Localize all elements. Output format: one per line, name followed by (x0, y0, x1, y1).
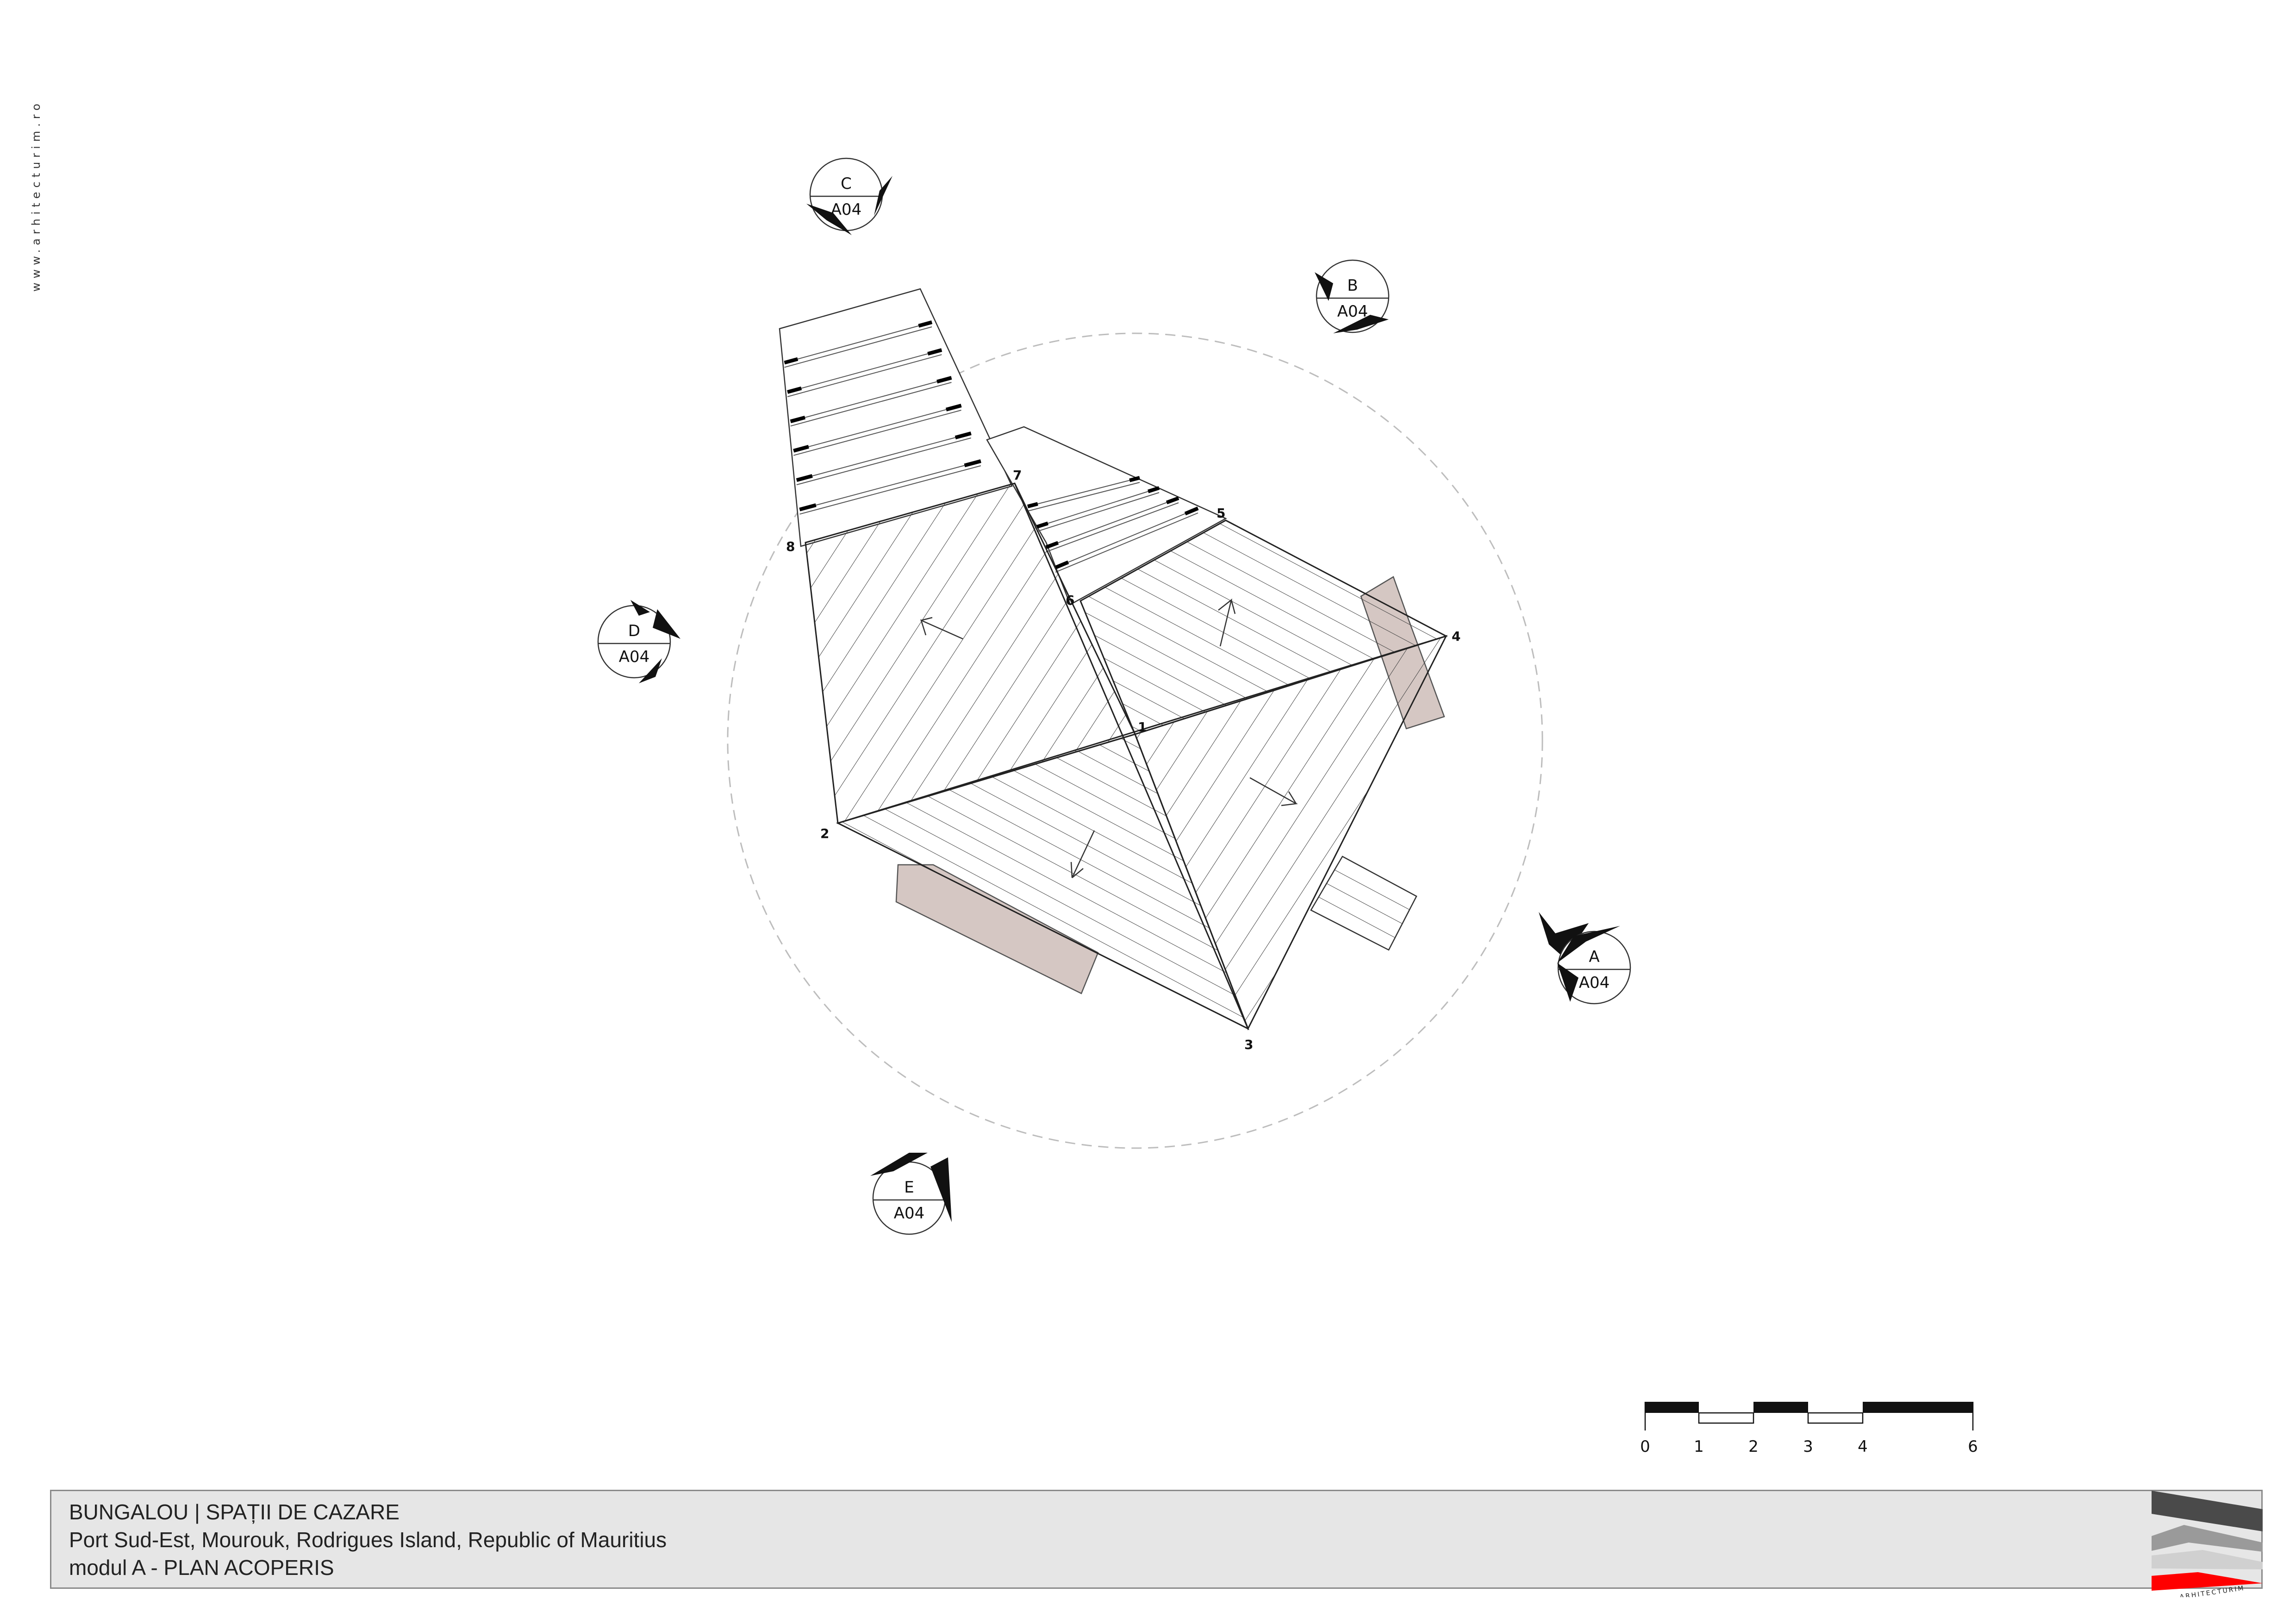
walkway-plank (1036, 492, 1160, 532)
section-letter: E (904, 1178, 914, 1197)
walkway-plank (793, 410, 961, 456)
section-marker-B[interactable]: B A04 (1316, 259, 1390, 333)
section-marker-D[interactable]: D A04 (597, 605, 671, 679)
scale-label: 1 (1694, 1437, 1704, 1456)
plank-end (1129, 476, 1140, 482)
deck-east (1310, 856, 1417, 951)
walkway-plank (1046, 498, 1179, 548)
section-sheet: A04 (1337, 302, 1368, 321)
walkway-ne-planks (1027, 476, 1199, 573)
plank-end (936, 376, 952, 384)
scale-label: 3 (1803, 1437, 1813, 1456)
point-label: 8 (786, 539, 795, 554)
walkway-planks (784, 320, 981, 515)
plank-end (787, 386, 802, 394)
walkway-plank (796, 433, 971, 481)
scale-label: 4 (1858, 1437, 1868, 1456)
walkway-plank (790, 382, 952, 427)
section-marker-arrows (630, 176, 1620, 1222)
roof-ridges (837, 483, 1447, 1029)
section-marker-C[interactable]: C A04 (809, 157, 883, 231)
plank-end (784, 357, 799, 365)
walkway-plank (1055, 508, 1198, 568)
walkway-plank (790, 377, 952, 422)
plank-end (1166, 496, 1179, 505)
walkway-plank (796, 437, 971, 486)
scale-label: 6 (1968, 1437, 1978, 1456)
walkway-plank (1055, 512, 1198, 573)
roof-facet-south (836, 733, 1249, 1031)
plank-end (790, 415, 806, 424)
plank-end (918, 320, 933, 328)
section-sheet: A04 (894, 1204, 925, 1223)
plank-end (1184, 506, 1199, 516)
point-label: 6 (1066, 593, 1074, 608)
walkway-plank (793, 405, 961, 451)
reference-circle (727, 332, 1543, 1149)
walkway-plank (784, 326, 932, 368)
walkway-plank (799, 461, 981, 510)
walkway-plank (784, 322, 932, 363)
sheet-title: modul A - PLAN ACOPERIS (69, 1555, 334, 1580)
section-sheet: A04 (619, 648, 650, 666)
plank-end (799, 503, 817, 512)
section-sheet: A04 (1579, 974, 1610, 992)
section-letter: B (1347, 276, 1358, 295)
section-letter: A (1589, 948, 1599, 966)
plank-end (945, 404, 962, 412)
plank-end (1027, 502, 1038, 508)
scale-label: 2 (1748, 1437, 1759, 1456)
plank-end (1148, 486, 1160, 493)
title-block: BUNGALOU | SPAȚII DE CAZARE Port Sud-Est… (50, 1490, 2263, 1589)
section-sheet: A04 (831, 200, 862, 219)
project-location: Port Sud-Est, Mourouk, Rodrigues Island,… (69, 1528, 667, 1552)
point-label: 5 (1217, 506, 1225, 521)
point-label: 2 (820, 826, 829, 841)
plank-end (964, 459, 981, 468)
point-label: 1 (1138, 719, 1147, 735)
arhitecturim-logo: ARHITECTURIM (2152, 1491, 2263, 1597)
scale-bar (1644, 1402, 1974, 1430)
plank-end (955, 431, 972, 439)
project-title: BUNGALOU | SPAȚII DE CAZARE (69, 1500, 400, 1524)
plank-end (1054, 560, 1069, 569)
plank-end (793, 445, 809, 453)
walkway-plank (1036, 487, 1160, 527)
walkway-plank (787, 350, 942, 393)
walkway-plank (1046, 502, 1179, 552)
walkway-plank (1027, 477, 1140, 507)
point-label: 4 (1452, 629, 1460, 644)
section-letter: D (628, 622, 640, 640)
walkway-plank (787, 354, 942, 397)
plank-end (796, 474, 813, 482)
point-label: 7 (1013, 468, 1022, 483)
section-marker-E[interactable]: E A04 (872, 1161, 946, 1235)
scale-label: 0 (1640, 1437, 1650, 1456)
walkway-northeast (986, 426, 1227, 606)
walkway-plank (799, 465, 981, 515)
slope-arrows (920, 598, 1298, 878)
section-letter: C (841, 175, 852, 193)
walkway-plank (1027, 482, 1140, 512)
plank-end (927, 348, 942, 356)
plank-end (1036, 521, 1048, 529)
point-label: 3 (1244, 1037, 1253, 1052)
plank-end (1045, 541, 1059, 549)
section-marker-A[interactable]: A A04 (1539, 912, 1631, 1005)
